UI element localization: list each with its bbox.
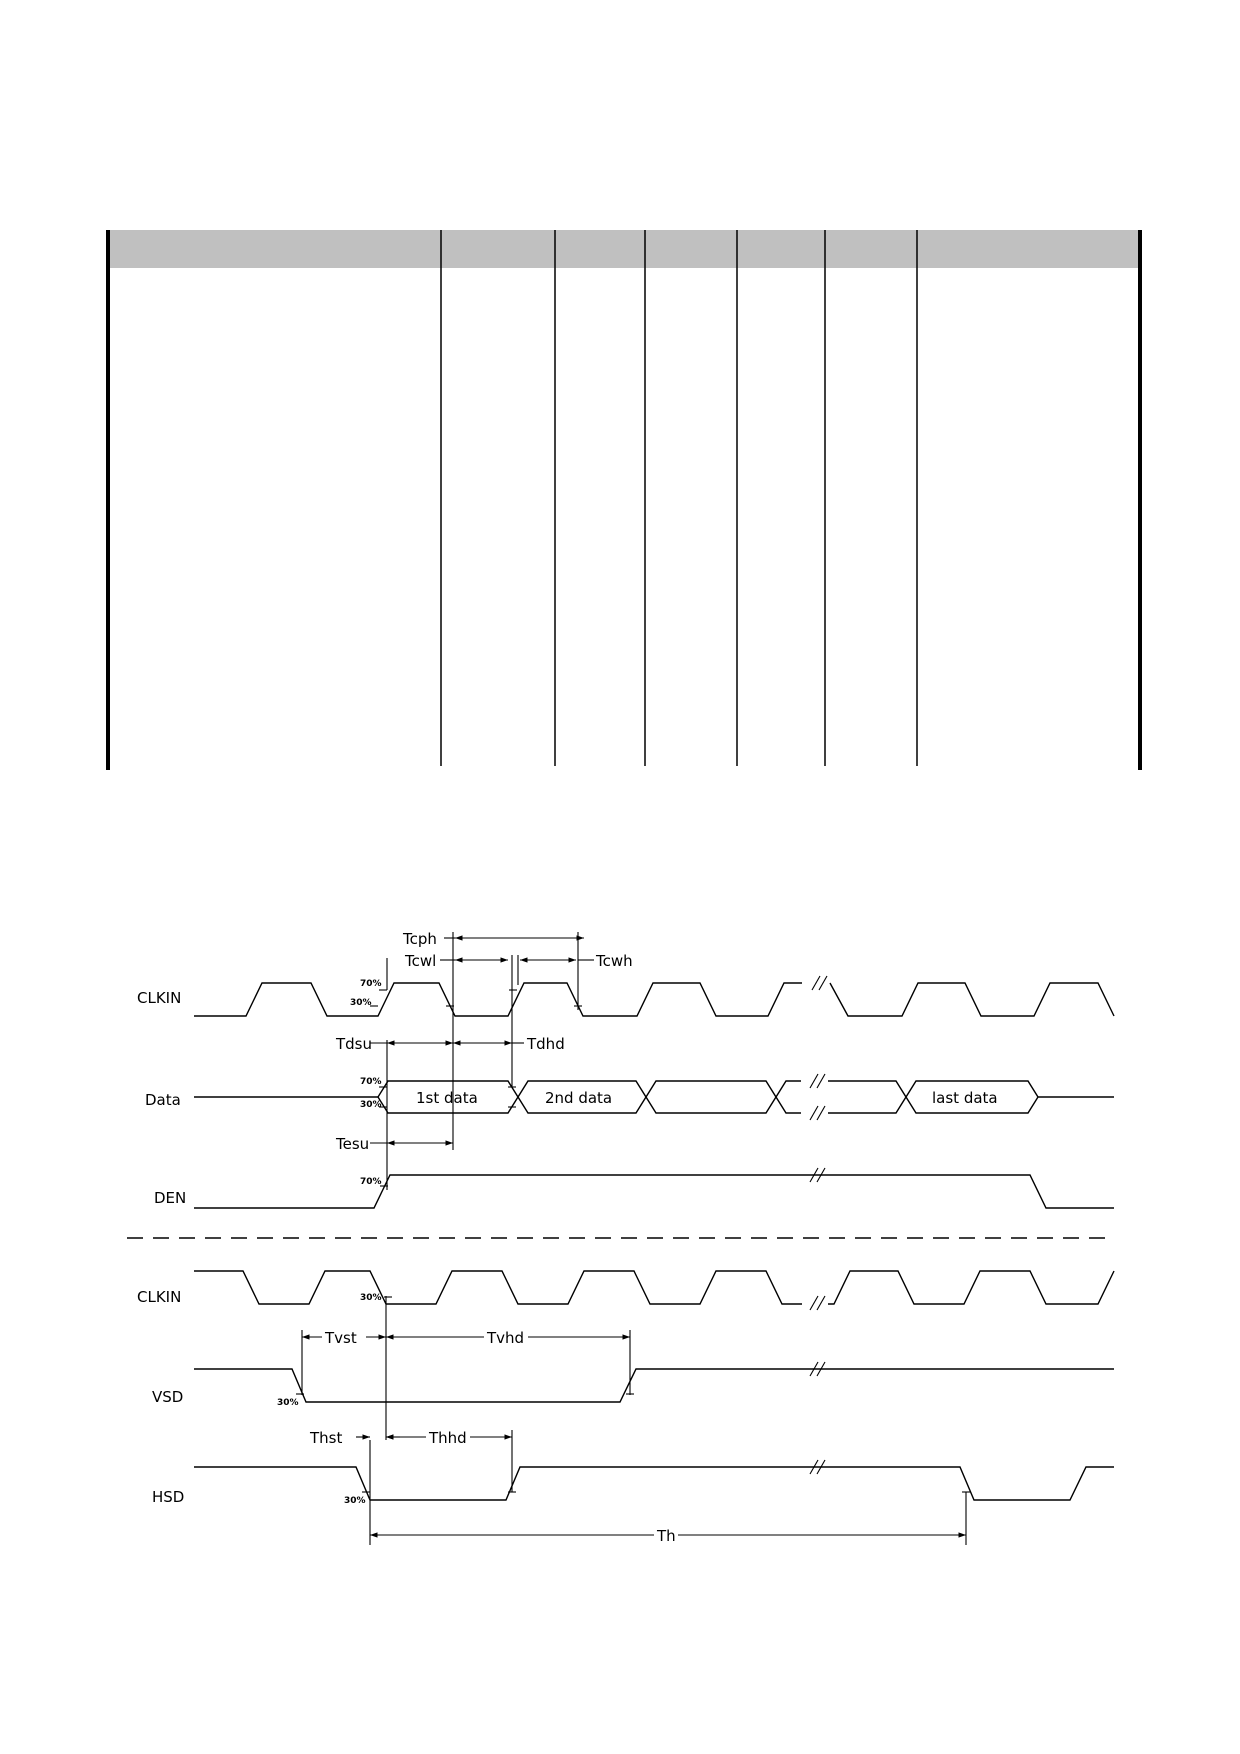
th-label-bg [654,1526,678,1544]
th-label: Th [656,1527,676,1545]
last-data-label: last data [932,1089,998,1107]
thhd-label-bg [426,1428,470,1446]
data-bus-waveform-lower [377,1095,801,1114]
clkin-top-waveform [194,982,802,1017]
signal-label-data: Data [145,1091,181,1109]
den-waveform [194,1174,1114,1209]
level-70-clkin: 70% [360,979,382,989]
tvhd-label: Tvhd [486,1329,524,1347]
clkin-top-waveform-continued [829,982,1115,1017]
signal-label-den: DEN [154,1189,186,1207]
clkin-bottom-waveform [194,1270,802,1305]
break-mark [809,1295,826,1311]
signal-label-clkin-bottom: CLKIN [137,1288,181,1306]
break-mark [811,975,828,991]
break-mark [809,1361,826,1377]
data-bus-waveform-tail [828,1080,1114,1114]
tcwh-label: Tcwh [595,952,633,970]
thst-label: Thst [309,1429,342,1447]
spec-table [106,230,1142,770]
signal-label-vsd: VSD [152,1388,183,1406]
tvst-label: Tvst [324,1329,357,1347]
vsd-waveform [194,1368,1114,1403]
clkin-bottom-waveform-continued [828,1270,1115,1305]
break-mark [809,1073,826,1121]
level-70-data: 70% [360,1077,382,1087]
data-bus-waveform [377,1080,801,1099]
level-30-hsd: 30% [344,1496,366,1506]
hsd-waveform [194,1466,1114,1501]
break-mark [809,1459,826,1475]
second-data-label: 2nd data [545,1089,612,1107]
first-data-label: 1st data [416,1089,478,1107]
tvst-label-bg [322,1328,366,1346]
thhd-label: Thhd [428,1429,467,1447]
break-mark [809,1167,826,1183]
level-30-data: 30% [360,1100,382,1110]
level-30-vsd: 30% [277,1398,299,1408]
tcwl-label: Tcwl [404,952,436,970]
signal-label-clkin-top: CLKIN [137,989,181,1007]
tdhd-label: Tdhd [526,1035,565,1053]
tvhd-label-bg [484,1328,528,1346]
signal-label-hsd: HSD [152,1488,184,1506]
tdsu-label: Tdsu [335,1035,372,1053]
level-70-den: 70% [360,1177,382,1187]
tesu-label: Tesu [335,1135,369,1153]
level-30-clkin-bottom: 30% [360,1293,382,1303]
level-ticks [296,989,970,1493]
level-30-clkin: 30% [350,998,372,1008]
table-header-row [108,230,1140,268]
tcph-label: Tcph [402,930,437,948]
